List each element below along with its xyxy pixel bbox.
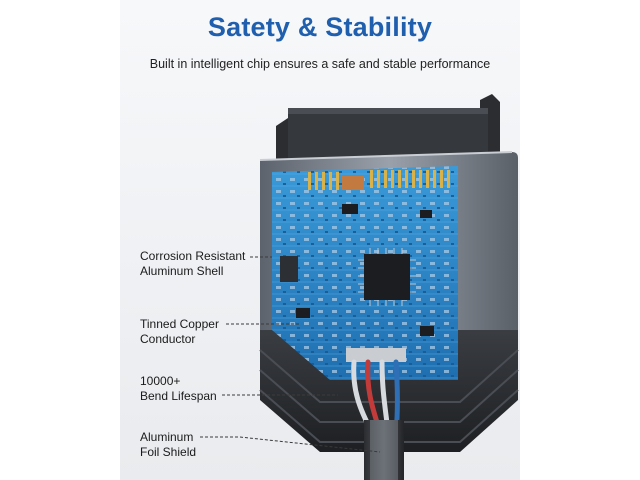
callout-foil: Aluminum Foil Shield xyxy=(140,430,196,460)
callout-foil-line2: Foil Shield xyxy=(140,445,197,459)
callout-shell: Corrosion Resistant Aluminum Shell xyxy=(140,249,245,279)
callout-conductor-line2: Conductor xyxy=(140,332,196,346)
controller-chip xyxy=(364,254,410,300)
leader-foil xyxy=(200,436,381,453)
sata-adapter-illustration xyxy=(259,94,519,480)
sata-connector xyxy=(276,94,500,160)
cable xyxy=(364,420,404,480)
callout-bend-line2: Bend Lifespan xyxy=(140,389,217,403)
page-subtitle: Built in intelligent chip ensures a safe… xyxy=(149,57,491,71)
callout-foil-line1: Aluminum xyxy=(140,430,194,444)
callout-conductor-line1: Tinned Copper xyxy=(140,317,219,331)
callout-conductor: Tinned Copper Conductor xyxy=(140,317,219,347)
circuit-board xyxy=(272,166,458,380)
callout-bend-line1: 10000+ xyxy=(140,374,181,388)
callout-shell-line1: Corrosion Resistant xyxy=(140,249,246,263)
callout-shell-line2: Aluminum Shell xyxy=(140,264,224,278)
callout-bend: 10000+ Bend Lifespan xyxy=(140,374,217,404)
page-title: Satety & Stability xyxy=(207,12,433,42)
